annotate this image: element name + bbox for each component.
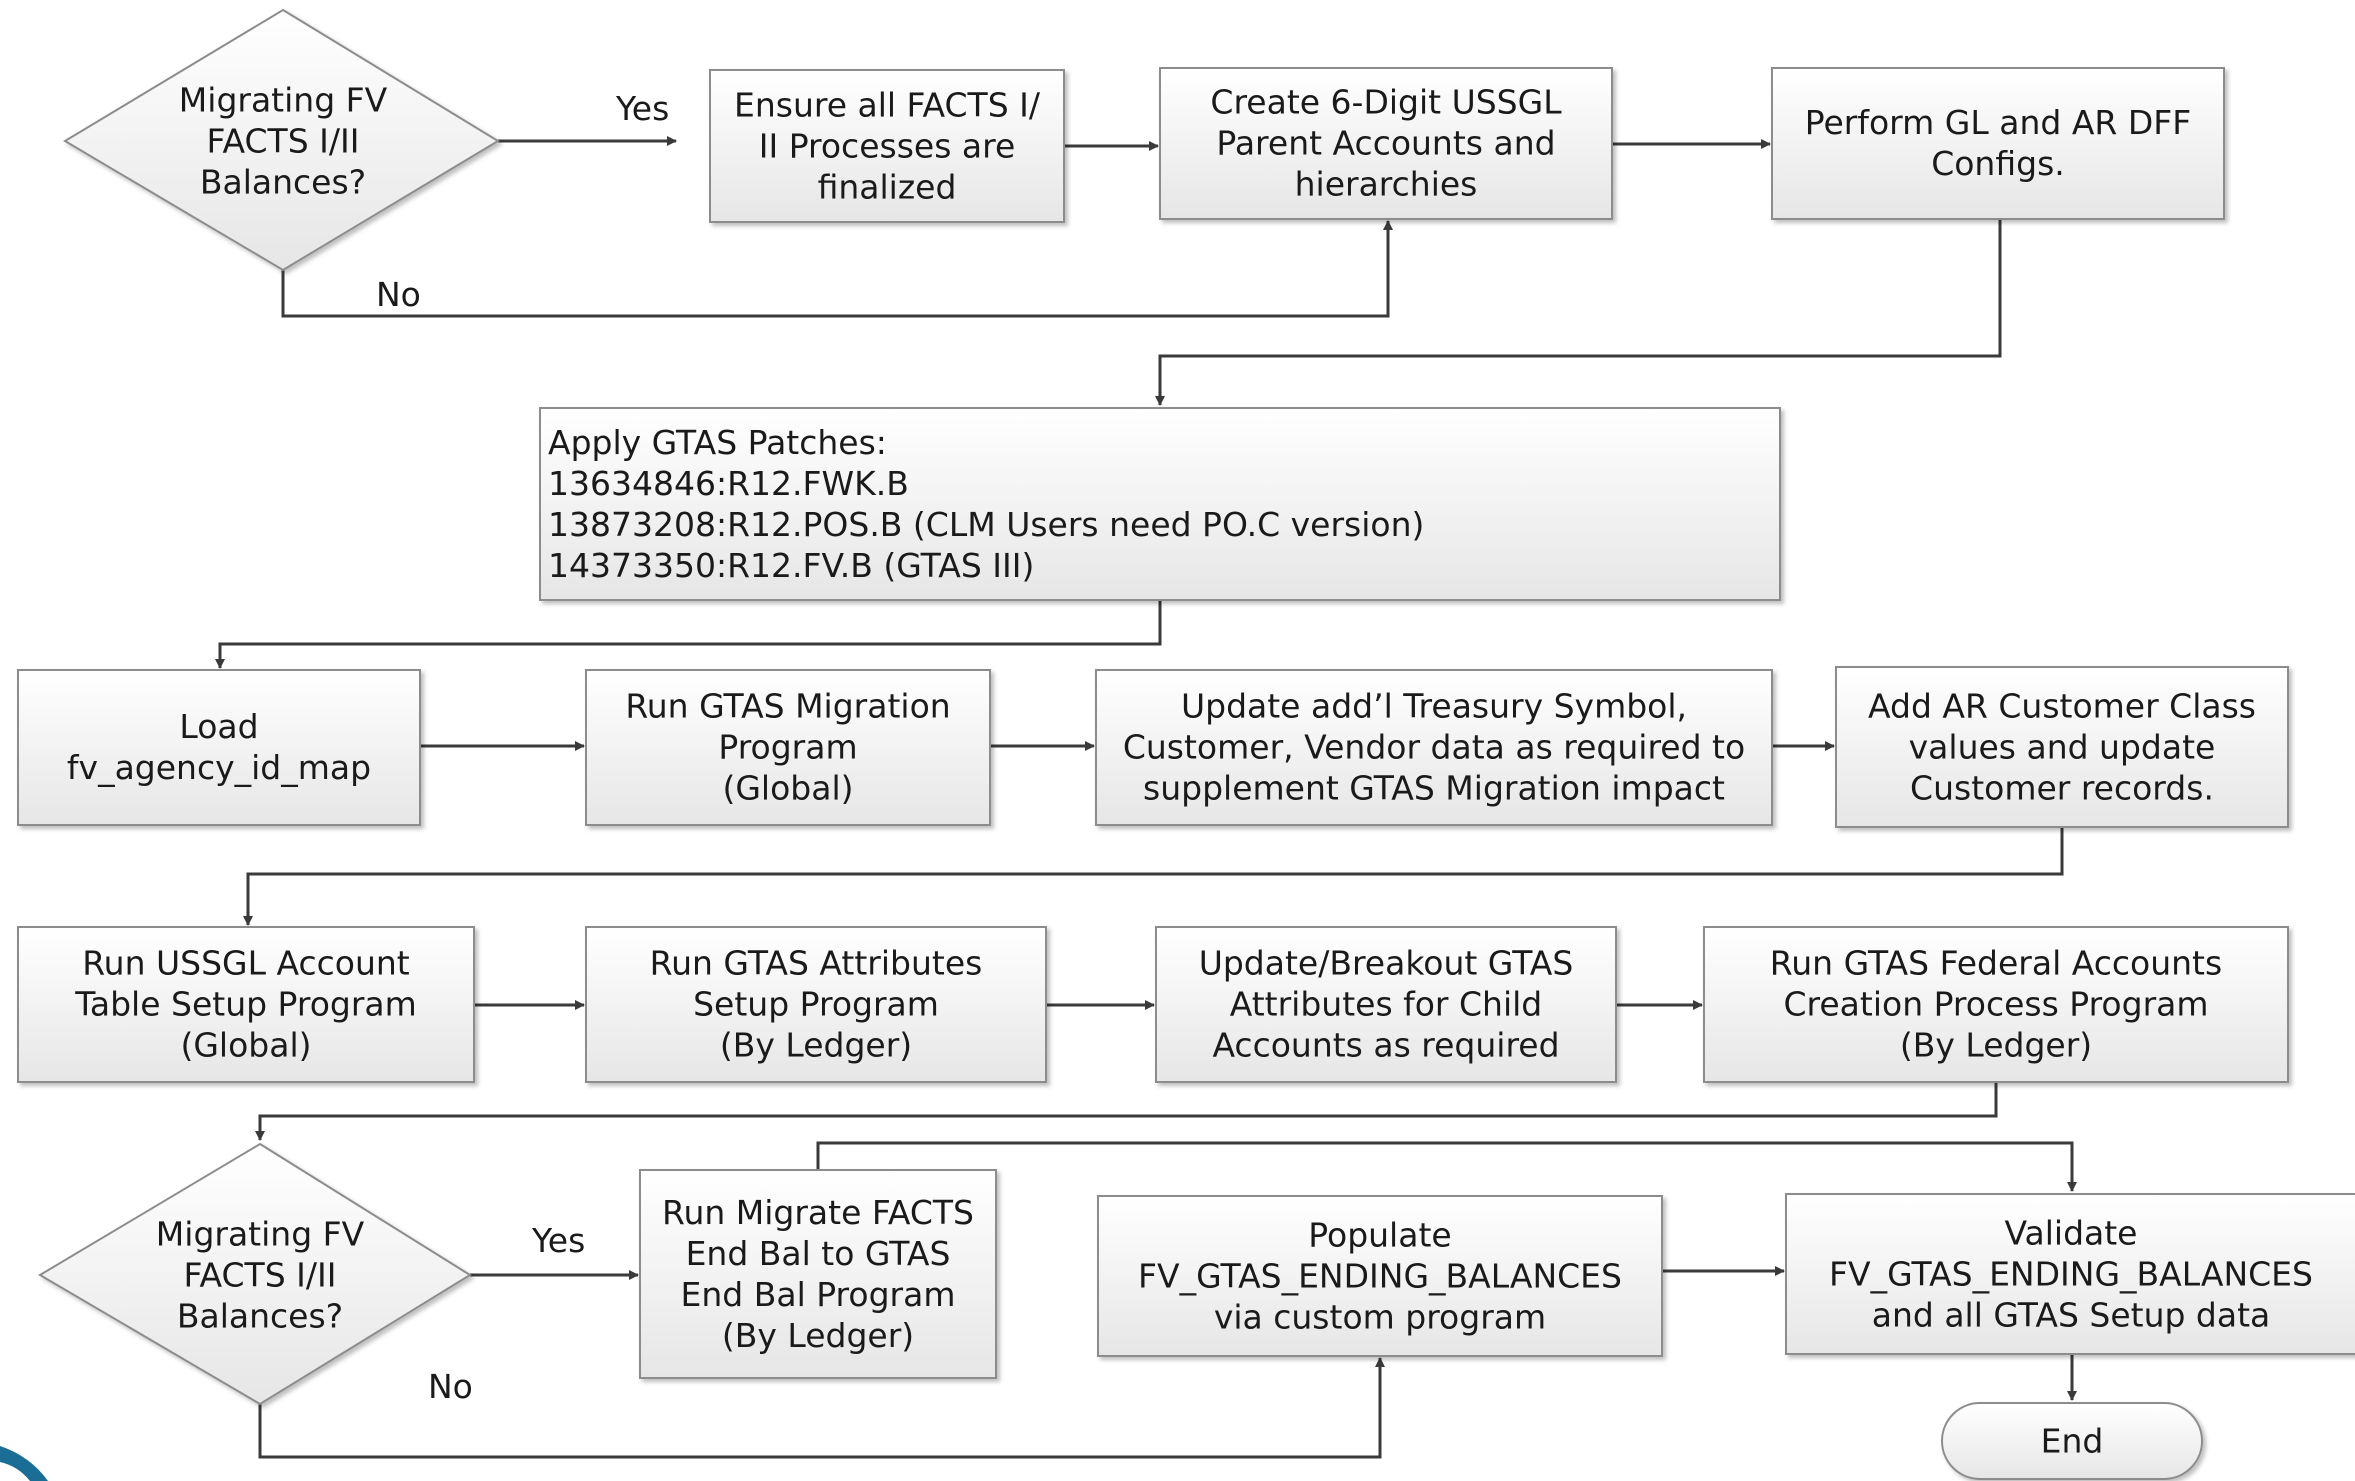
node-text-b8-line-2: values and update: [1909, 728, 2216, 767]
edge-label-yes-2: Yes: [531, 1221, 585, 1260]
node-text-d2-line-3: Balances?: [177, 1297, 343, 1336]
connectors: [215, 136, 2077, 1459]
node-text-b13-line-1: Run Migrate FACTS: [662, 1193, 974, 1232]
edge-b8-b9: [243, 827, 2064, 926]
node-text-b1-line-1: Ensure all FACTS I/: [734, 86, 1041, 125]
node-text-b5-line-1: Load: [179, 707, 258, 746]
process-populate-gtas-ending-balances: [1097, 1195, 1663, 1357]
node-text-b15-line-2: FV_GTAS_ENDING_BALANCES: [1829, 1255, 2313, 1294]
process-update-treasury-symbol: [1095, 669, 1773, 826]
node-text-b1-line-3: finalized: [818, 168, 957, 207]
decision-migrating-balances-2: [38, 1142, 472, 1406]
node-text-d1-line-3: Balances?: [200, 163, 366, 202]
terminator-end: [1941, 1402, 2203, 1480]
edge-d2-b14-no: [258, 1357, 1385, 1459]
edge-b12-d2: [255, 1082, 1998, 1141]
node-text-d2-line-2: FACTS I/II: [184, 1256, 337, 1295]
edge-b4-b5: [215, 600, 1162, 669]
decision-migrating-balances-1: [63, 8, 500, 272]
process-run-migrate-facts-end-bal: [639, 1169, 997, 1379]
node-text-b8-line-3: Customer records.: [1910, 769, 2214, 808]
node-text-b12-line-1: Run GTAS Federal Accounts: [1770, 944, 2222, 983]
node-text-b6-line-3: (Global): [722, 769, 853, 808]
node-text-b4-line-3: 13873208:R12.POS.B (CLM Users need PO.C …: [548, 505, 1424, 544]
node-text-b15-line-1: Validate: [2005, 1214, 2138, 1253]
node-text-b14-line-3: via custom program: [1214, 1298, 1546, 1337]
process-load-agency-id-map: [17, 669, 421, 826]
node-text-b2-line-2: Parent Accounts and: [1216, 124, 1555, 163]
edge-labels: Yes No Yes No: [376, 89, 669, 1406]
node-text-b10-line-2: Setup Program: [693, 985, 939, 1024]
logo-mark: [0, 1446, 48, 1481]
node-text-b11-line-1: Update/Breakout GTAS: [1199, 944, 1574, 983]
node-text-b1-line-2: II Processes are: [759, 127, 1016, 166]
node-text-b13-line-3: End Bal Program: [681, 1275, 956, 1314]
process-validate-gtas-ending-balances: [1785, 1193, 2355, 1355]
node-text-b9-line-2: Table Setup Program: [74, 985, 417, 1024]
shapes: [17, 8, 2355, 1480]
node-text-b10-line-1: Run GTAS Attributes: [650, 944, 983, 983]
process-add-ar-customer-class: [1835, 666, 2289, 828]
process-apply-gtas-patches: [539, 407, 1781, 601]
node-text-b12-line-2: Creation Process Program: [1783, 985, 2208, 1024]
node-text-d2-line-1: Migrating FV: [156, 1215, 365, 1254]
node-text-b4-line-2: 13634846:R12.FWK.B: [548, 464, 909, 503]
node-text-b7-line-1: Update add’l Treasury Symbol,: [1181, 687, 1687, 726]
node-text-b9-line-3: (Global): [180, 1026, 311, 1065]
node-text-b13-line-4: (By Ledger): [722, 1316, 914, 1355]
edge-label-yes-1: Yes: [615, 89, 669, 128]
node-text-b8-line-1: Add AR Customer Class: [1868, 687, 2256, 726]
node-text-b10-line-3: (By Ledger): [720, 1026, 912, 1065]
node-text-b4-line-4: 14373350:R12.FV.B (GTAS III): [548, 546, 1034, 585]
node-text-b3-line-1: Perform GL and AR DFF: [1805, 103, 2191, 142]
node-text-b15-line-3: and all GTAS Setup data: [1872, 1296, 2271, 1335]
node-text-b7-line-2: Customer, Vendor data as required to: [1123, 728, 1745, 767]
node-text-b6-line-2: Program: [718, 728, 857, 767]
edge-label-no-2: No: [428, 1367, 473, 1406]
node-text-b3-line-2: Configs.: [1931, 144, 2065, 183]
process-run-ussgl-account-setup: [17, 926, 475, 1083]
node-text-b9-line-1: Run USSGL Account: [82, 944, 410, 983]
node-text-b2-line-3: hierarchies: [1295, 165, 1478, 204]
edge-d1-b2-no: [281, 220, 1393, 318]
node-text-b4-line-1: Apply GTAS Patches:: [548, 423, 887, 462]
process-run-gtas-migration: [585, 669, 991, 826]
edge-label-no-1: No: [376, 275, 421, 314]
node-text-d1-line-2: FACTS I/II: [207, 122, 360, 161]
node-text-b6-line-1: Run GTAS Migration: [625, 687, 950, 726]
node-text-b14-line-1: Populate: [1308, 1216, 1451, 1255]
process-ensure-facts-finalized: [709, 69, 1065, 223]
process-run-gtas-attributes-setup: [585, 926, 1047, 1083]
process-update-breakout-attributes: [1155, 926, 1617, 1083]
node-text-end-line-1: End: [2041, 1422, 2104, 1461]
node-text-b5-line-2: fv_agency_id_map: [67, 748, 371, 787]
process-create-ussgl-parent-accounts: [1159, 67, 1613, 220]
node-text-b11-line-3: Accounts as required: [1212, 1026, 1559, 1065]
node-text-b11-line-2: Attributes for Child: [1230, 985, 1543, 1024]
edge-b13-b15: [816, 1141, 2077, 1192]
node-text-b7-line-3: supplement GTAS Migration impact: [1143, 769, 1725, 808]
process-run-federal-accounts-creation: [1703, 926, 2289, 1083]
node-text-b2-line-1: Create 6-Digit USSGL: [1210, 83, 1562, 122]
process-gl-ar-dff-configs: [1771, 67, 2225, 220]
node-text-d1-line-1: Migrating FV: [179, 81, 388, 120]
node-text-b12-line-3: (By Ledger): [1900, 1026, 2092, 1065]
node-text-b14-line-2: FV_GTAS_ENDING_BALANCES: [1138, 1257, 1622, 1296]
edge-b3-b4: [1155, 219, 2002, 406]
node-text-b13-line-2: End Bal to GTAS: [686, 1234, 951, 1273]
